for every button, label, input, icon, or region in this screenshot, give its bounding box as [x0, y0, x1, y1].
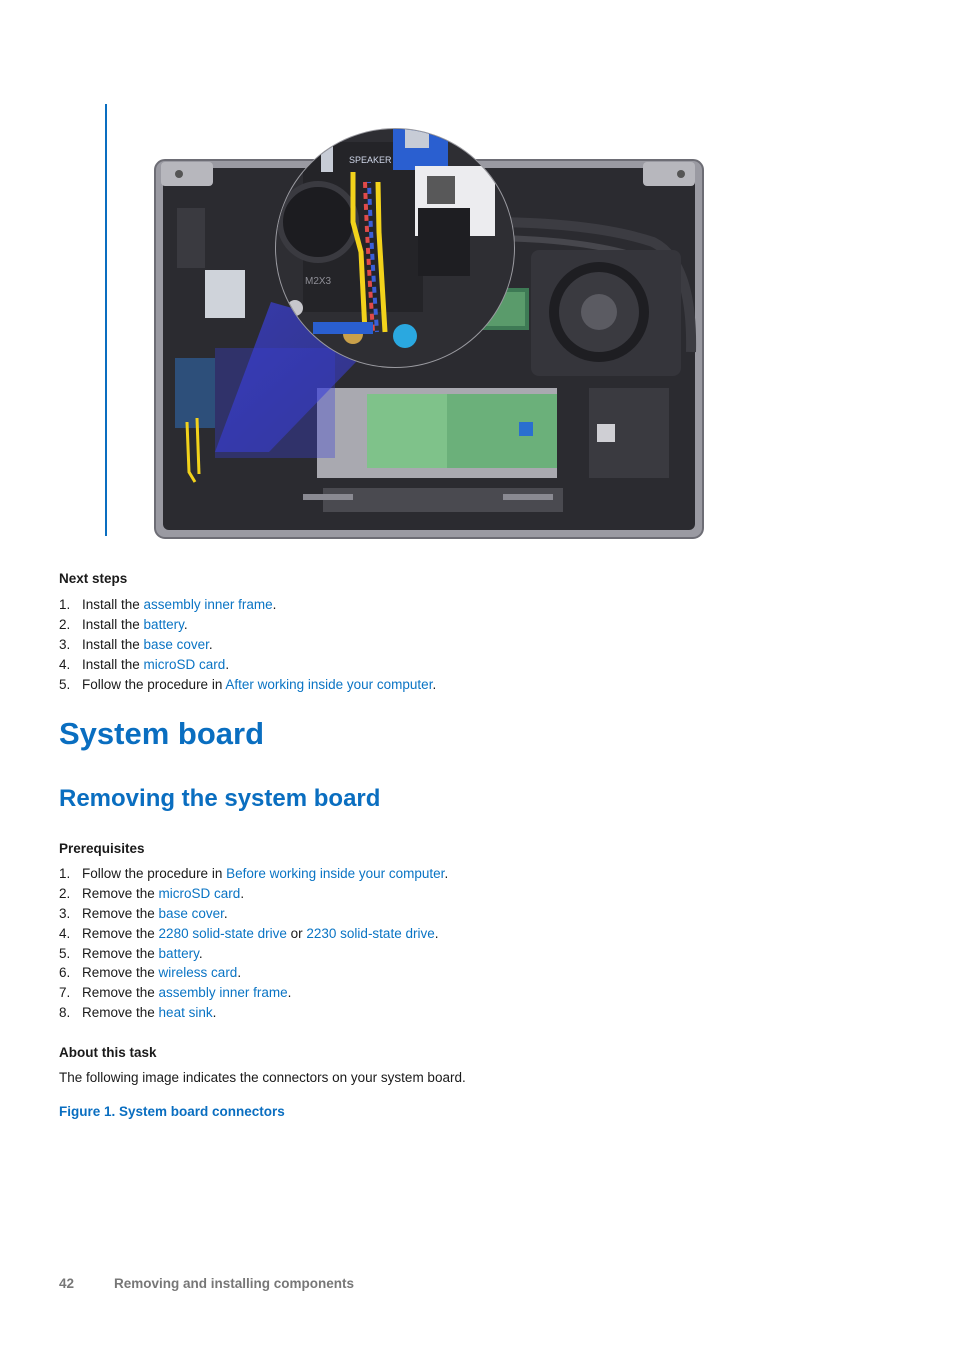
link-assembly-inner-frame[interactable]: assembly inner frame	[158, 985, 288, 1001]
link-2280-ssd[interactable]: 2280 solid-state drive	[158, 925, 287, 941]
list-item: 5.Remove the battery.	[59, 945, 203, 961]
link-2230-ssd[interactable]: 2230 solid-state drive	[306, 925, 435, 941]
prerequisites-list: 1.Follow the procedure in Before working…	[59, 864, 448, 1023]
link-base-cover[interactable]: base cover	[158, 905, 224, 921]
about-text: The following image indicates the connec…	[59, 1070, 466, 1085]
figure-accent-bar	[105, 104, 107, 536]
chapter-title: Removing and installing components	[114, 1276, 355, 1291]
section-title: System board	[59, 716, 265, 751]
list-item: 1.Install the assembly inner frame.	[59, 597, 277, 612]
next-steps-list: 1.Install the assembly inner frame. 2.In…	[59, 595, 436, 694]
link-microsd-card[interactable]: microSD card	[158, 885, 241, 901]
laptop-interior-illustration: SPEAKER M2X3	[154, 128, 704, 539]
list-item: 4.Remove the 2280 solid-state drive or 2…	[59, 925, 439, 941]
screw-label: M2X3	[305, 276, 332, 287]
list-item: 2.Remove the microSD card.	[59, 885, 245, 901]
list-item: 7.Remove the assembly inner frame.	[59, 985, 292, 1001]
link-before-working-inside[interactable]: Before working inside your computer	[226, 866, 445, 881]
list-item: 5.Follow the procedure in After working …	[59, 676, 437, 692]
link-microsd-card[interactable]: microSD card	[143, 656, 226, 672]
list-item: 2.Install the battery.	[59, 616, 188, 632]
link-assembly-inner-frame[interactable]: assembly inner frame	[143, 597, 273, 612]
link-after-working-inside[interactable]: After working inside your computer	[225, 676, 433, 692]
about-heading: About this task	[59, 1045, 157, 1060]
next-steps-heading: Next steps	[59, 571, 128, 586]
subsection-title: Removing the system board	[59, 785, 381, 812]
list-item: 6.Remove the wireless card.	[59, 965, 242, 981]
link-heat-sink[interactable]: heat sink	[158, 1005, 213, 1021]
figure-speaker-cable: SPEAKER M2X3	[105, 104, 705, 539]
page-footer: 42 Removing and installing components	[59, 1276, 354, 1291]
link-battery[interactable]: battery	[158, 945, 199, 961]
list-item: 1.Follow the procedure in Before working…	[59, 866, 449, 881]
list-item: 3.Install the base cover.	[59, 636, 213, 652]
link-wireless-card[interactable]: wireless card	[158, 965, 238, 981]
prerequisites-heading: Prerequisites	[59, 841, 145, 856]
list-item: 3.Remove the base cover.	[59, 905, 228, 921]
list-item: 8.Remove the heat sink.	[59, 1005, 217, 1021]
speaker-label: SPEAKER	[349, 155, 392, 165]
list-item: 4.Install the microSD card.	[59, 656, 230, 672]
figure-caption: Figure 1. System board connectors	[59, 1104, 285, 1119]
link-base-cover[interactable]: base cover	[143, 636, 209, 652]
link-battery[interactable]: battery	[143, 616, 184, 632]
page-number: 42	[59, 1276, 75, 1291]
